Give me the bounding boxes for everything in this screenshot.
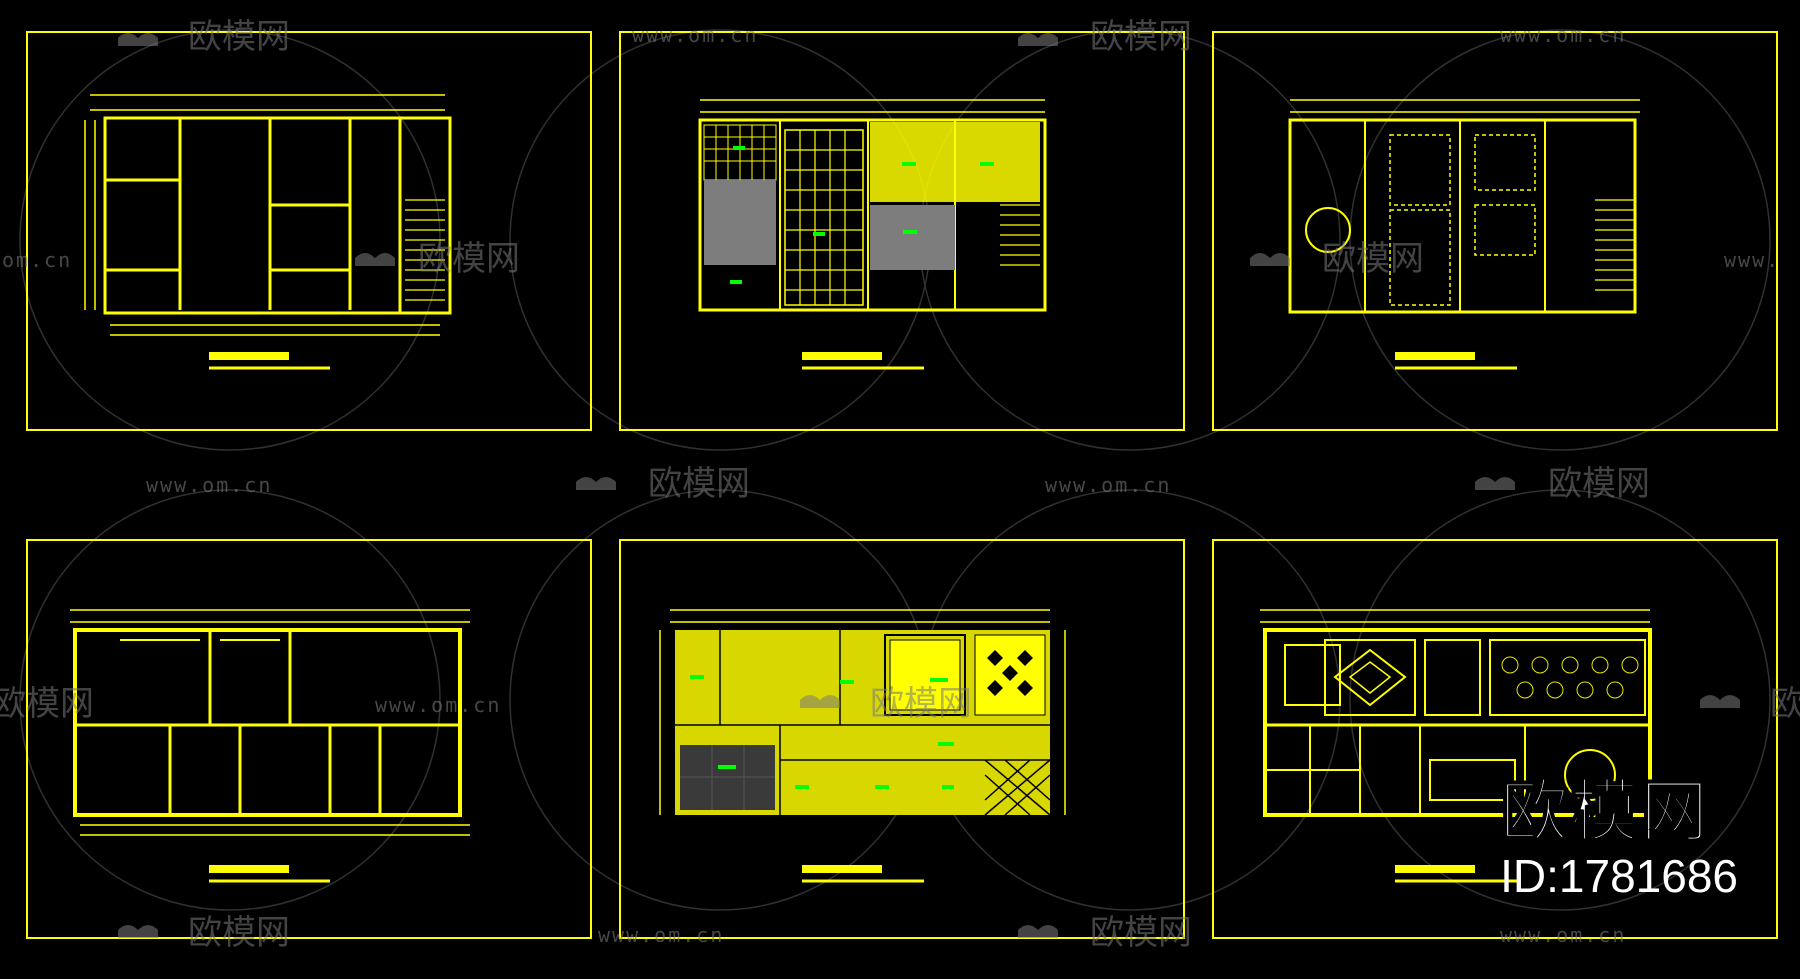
sheet-bottom-left[interactable] <box>26 539 592 939</box>
svg-text:www.: www. <box>1724 248 1780 272</box>
svg-text:www.om.cn: www.om.cn <box>1500 23 1626 47</box>
brand-id: ID:1781686 <box>1500 850 1738 902</box>
sofa-logo-icon <box>118 925 158 938</box>
svg-text:www.om.cn: www.om.cn <box>598 923 724 947</box>
sheet-bottom-center[interactable] <box>619 539 1185 939</box>
svg-text:om.cn: om.cn <box>2 248 72 272</box>
sheet-top-center[interactable] <box>619 31 1185 431</box>
watermark-brand-7: 欧模网 <box>800 684 972 724</box>
sheet-top-right[interactable] <box>1212 31 1778 431</box>
sofa-logo-icon <box>576 477 616 490</box>
watermark-brand-5: 欧模网 <box>576 464 750 504</box>
sofa-logo-icon <box>1018 33 1058 46</box>
svg-text:欧模网: 欧模网 <box>188 17 290 57</box>
watermark-brand-9: 欧模网 <box>118 913 290 953</box>
svg-text:欧模网: 欧模网 <box>648 464 750 504</box>
brand-name: 欧模网 <box>1499 773 1711 852</box>
svg-text:www.om.cn: www.om.cn <box>146 473 272 497</box>
svg-text:欧模网: 欧模网 <box>188 913 290 953</box>
brand-overlay: 欧模网 ID:1781686 <box>1499 773 1738 902</box>
svg-text:www.om.cn: www.om.cn <box>632 23 758 47</box>
svg-text:www.om.cn: www.om.cn <box>1500 923 1626 947</box>
watermark-brand-3: 欧模网 <box>355 239 520 279</box>
sofa-logo-icon <box>118 33 158 46</box>
watermark-brand-8: 欧模网 <box>1700 684 1800 724</box>
watermarks: 欧模网 欧模网 www.om.cn www.om.cn om.cn 欧模网 欧模… <box>0 17 1800 953</box>
svg-text:欧模网: 欧模网 <box>1090 913 1192 953</box>
svg-text:欧模网: 欧模网 <box>870 684 972 724</box>
sheet-bottom-right[interactable] <box>1212 539 1778 939</box>
svg-text:欧模网: 欧模网 <box>1770 684 1800 724</box>
watermark-brand-2: 欧模网 <box>1018 17 1192 57</box>
svg-text:欧模网: 欧模网 <box>1322 239 1424 279</box>
svg-text:欧模网: 欧模网 <box>0 684 94 724</box>
watermark-brand-10: 欧模网 <box>1018 913 1192 953</box>
sofa-logo-icon <box>800 695 840 708</box>
svg-text:www.om.cn: www.om.cn <box>1045 473 1171 497</box>
svg-text:www.om.cn: www.om.cn <box>375 693 501 717</box>
sofa-logo-icon <box>355 253 395 266</box>
sofa-logo-icon <box>1250 253 1290 266</box>
svg-text:欧模网: 欧模网 <box>1548 464 1650 504</box>
sofa-logo-icon <box>1475 477 1515 490</box>
svg-text:欧模网: 欧模网 <box>1090 17 1192 57</box>
watermark-brand-1: 欧模网 <box>118 17 290 57</box>
watermark-brand-6: 欧模网 <box>1475 464 1650 504</box>
sheet-top-left[interactable] <box>26 31 592 431</box>
svg-text:欧模网: 欧模网 <box>418 239 520 279</box>
sofa-logo-icon <box>1018 925 1058 938</box>
watermark-brand-4: 欧模网 <box>1250 239 1424 279</box>
sofa-logo-icon <box>1700 695 1740 708</box>
